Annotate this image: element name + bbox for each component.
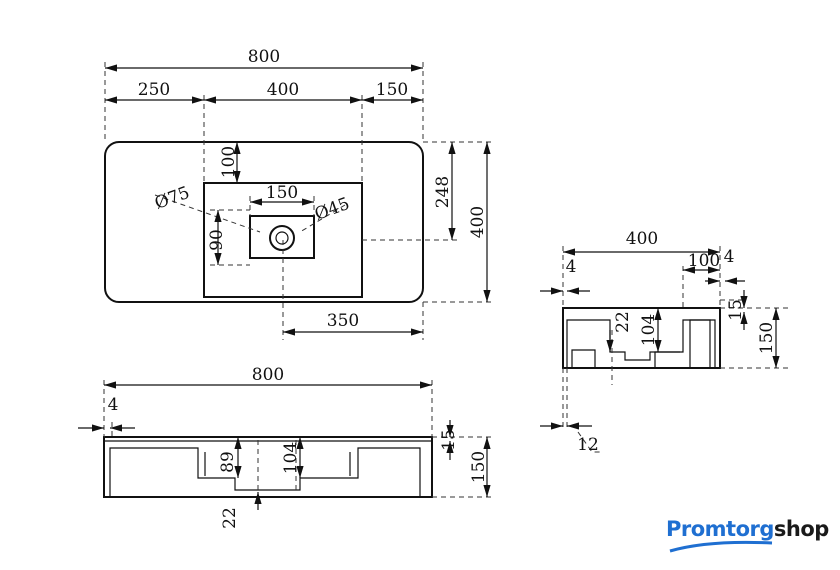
- dim-top-90: 90: [207, 229, 227, 251]
- front-outline: [103, 436, 433, 498]
- dim-side-4-left: 4: [566, 257, 577, 277]
- front-view: 800 4 15 150 89 104 22: [78, 365, 495, 529]
- dim-front-150: 150: [469, 451, 489, 483]
- drain-plate: [249, 215, 315, 259]
- brand-logo-part1: Promtorg: [666, 517, 774, 541]
- dim-side-104: 104: [639, 314, 659, 346]
- drain-inner: [275, 231, 289, 245]
- dim-front-89: 89: [218, 451, 238, 473]
- dim-top-248: 248: [433, 176, 453, 208]
- dim-overflow-diameter: Ø75: [152, 183, 192, 214]
- drain-hole: [269, 225, 295, 251]
- dim-side-22: 22: [613, 311, 633, 333]
- dim-side-15: 15: [726, 299, 746, 321]
- dim-side-4-right: 4: [724, 247, 735, 267]
- dim-top-400-depth: 400: [468, 206, 488, 238]
- dim-top-800: 800: [248, 47, 280, 67]
- brand-logo-part2: shop: [773, 517, 829, 541]
- dim-front-15: 15: [439, 429, 459, 451]
- dim-top-100: 100: [219, 146, 239, 178]
- front-inner-profile: [109, 447, 421, 497]
- dim-top-350: 350: [327, 311, 359, 331]
- dim-side-400: 400: [626, 229, 658, 249]
- basin-outline: [104, 141, 424, 303]
- side-view: 400 100 4 4 15 150 104 22 12: [540, 229, 790, 455]
- dim-side-100: 100: [688, 251, 720, 271]
- dim-drain-diameter: Ø45: [312, 194, 352, 225]
- dim-top-150: 150: [376, 80, 408, 100]
- brand-logo: Promtorgshop: [666, 517, 829, 541]
- dim-front-22: 22: [220, 507, 240, 529]
- dim-front-4: 4: [108, 395, 119, 415]
- top-view: 800 250 400 150 100 248 400 350 90 150 Ø…: [104, 47, 495, 340]
- dim-front-800: 800: [252, 365, 284, 385]
- dim-side-150: 150: [757, 322, 777, 354]
- dim-top-150-drain: 150: [266, 183, 298, 203]
- dim-side-12: 12: [577, 435, 599, 455]
- dim-top-400: 400: [267, 80, 299, 100]
- side-inner-profile: [566, 319, 716, 368]
- dim-top-250: 250: [138, 80, 170, 100]
- dim-front-104: 104: [281, 442, 301, 474]
- logo-swoosh-icon: [669, 540, 773, 553]
